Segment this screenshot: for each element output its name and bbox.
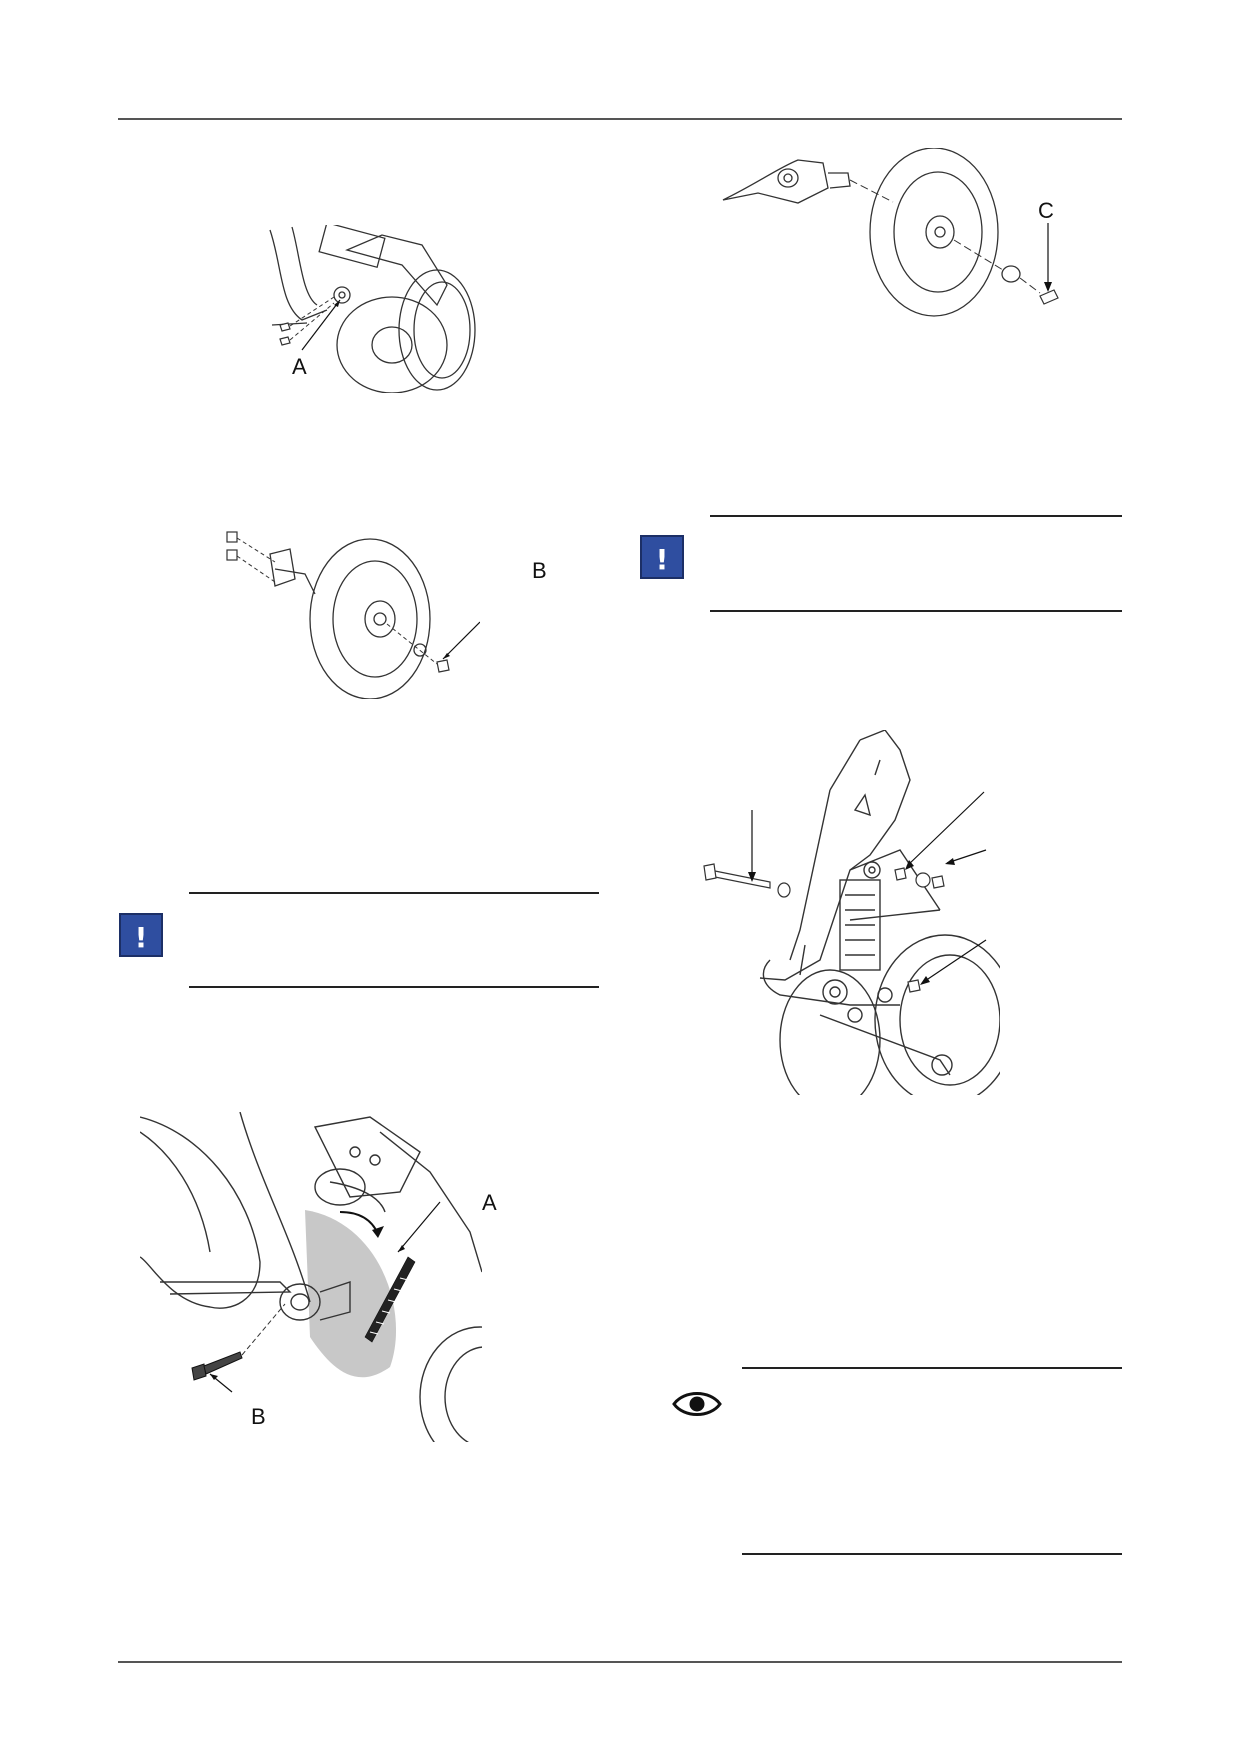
figure-disc-exploded-left (215, 524, 480, 699)
footer-rule (118, 1661, 1122, 1663)
notice-rule-top-left (189, 892, 599, 894)
figure-wheel-mount-drawing (269, 225, 476, 393)
notice-rule-top-right (710, 515, 1122, 517)
figure-wheel-mount (262, 225, 506, 393)
figure-disc-exploded-left-drawing (226, 531, 480, 699)
notice-rule-bottom-left (189, 986, 599, 988)
figure-frame-assembly-drawing (703, 730, 1000, 1095)
callout-b-spring: B (251, 1404, 266, 1429)
warning-icon-right: ! (640, 535, 684, 579)
header-rule (118, 118, 1122, 120)
callout-a-spring: A (482, 1190, 497, 1215)
callout-c-right-disc: C (1038, 198, 1054, 223)
figure-disc-exploded-right (718, 148, 1068, 318)
callout-a-top: A (292, 354, 307, 379)
notice-rule-bottom-right (710, 610, 1122, 612)
figure-frame-assembly (700, 730, 1000, 1095)
figure-spring-detail-drawing (140, 1112, 482, 1442)
note-rule-top-right (742, 1367, 1122, 1369)
eye-icon (672, 1390, 722, 1418)
figure-spring-detail (140, 1112, 482, 1442)
note-rule-bottom-right (742, 1553, 1122, 1555)
callout-b-left-disc: B (532, 558, 547, 583)
figure-disc-exploded-right-drawing (722, 148, 1059, 317)
warning-icon-left: ! (119, 913, 163, 957)
